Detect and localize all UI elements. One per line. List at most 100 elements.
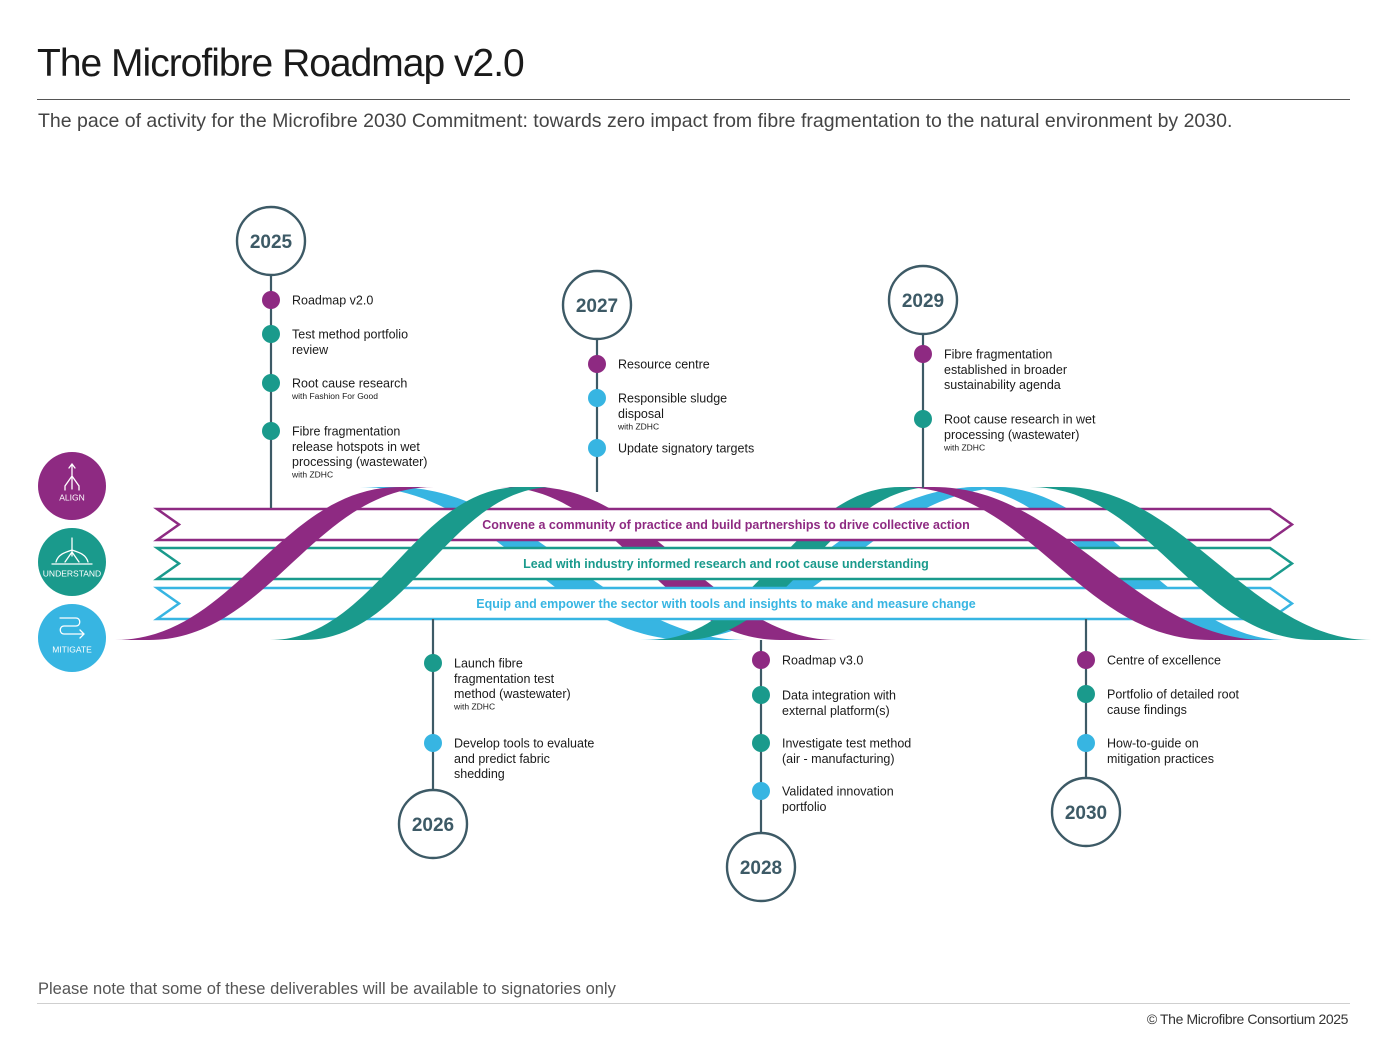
deliverable-dot bbox=[424, 734, 442, 752]
deliverable-text: Resource centre bbox=[618, 358, 710, 372]
tree-network-icon bbox=[51, 537, 93, 565]
deliverable-dot bbox=[588, 389, 606, 407]
deliverable-dot bbox=[262, 422, 280, 440]
deliverable-text: Test method portfolio bbox=[292, 328, 408, 342]
partner-note: with ZDHC bbox=[453, 702, 495, 712]
page-title: The Microfibre Roadmap v2.0 bbox=[37, 42, 525, 85]
deliverable-text: Centre of excellence bbox=[1107, 654, 1221, 668]
theme-band bbox=[153, 546, 1295, 581]
page-subtitle: The pace of activity for the Microfibre … bbox=[38, 110, 1233, 132]
theme-band-label: Equip and empower the sector with tools … bbox=[476, 597, 975, 611]
year-label: 2029 bbox=[902, 291, 944, 312]
partner-note: with ZDHC bbox=[943, 442, 985, 452]
legend-circle bbox=[38, 528, 106, 596]
deliverable-text: Responsible sludge bbox=[618, 392, 727, 406]
deliverable-text: sustainability agenda bbox=[944, 378, 1061, 392]
deliverable-dot bbox=[1077, 734, 1095, 752]
deliverable-text: Fibre fragmentation bbox=[944, 348, 1052, 362]
legend-align: ALIGN bbox=[38, 452, 106, 520]
legend-label: UNDERSTAND bbox=[43, 569, 101, 579]
deliverable-text: method (wastewater) bbox=[454, 687, 571, 701]
deliverable-text: mitigation practices bbox=[1107, 752, 1214, 766]
deliverable-text: Roadmap v2.0 bbox=[292, 294, 373, 308]
deliverable-text: Update signatory targets bbox=[618, 442, 754, 456]
year-label: 2026 bbox=[412, 815, 454, 836]
legend-label: ALIGN bbox=[59, 493, 85, 503]
deliverable-text: Launch fibre bbox=[454, 657, 523, 671]
deliverable-text: (air - manufacturing) bbox=[782, 752, 895, 766]
year-circle bbox=[887, 264, 959, 336]
year-label: 2030 bbox=[1065, 803, 1107, 824]
ribbon-understand bbox=[1030, 487, 1371, 640]
deliverable-text: Roadmap v3.0 bbox=[782, 654, 863, 668]
signatories-note: Please note that some of these deliverab… bbox=[38, 980, 616, 998]
deliverable-text: Root cause research in wet bbox=[944, 413, 1096, 427]
deliverable-text: cause findings bbox=[1107, 703, 1187, 717]
theme-band-label: Lead with industry informed research and… bbox=[523, 557, 929, 571]
deliverable-text: Develop tools to evaluate bbox=[454, 737, 594, 751]
deliverable-dot bbox=[1077, 651, 1095, 669]
deliverable-text: Investigate test method bbox=[782, 737, 911, 751]
deliverable-text: How-to-guide on bbox=[1107, 737, 1199, 751]
legend-understand: UNDERSTAND bbox=[38, 528, 106, 596]
deliverable-text: fragmentation test bbox=[454, 672, 555, 686]
year-circle bbox=[1050, 776, 1122, 848]
deliverable-text: release hotspots in wet bbox=[292, 440, 420, 454]
year-circle bbox=[561, 269, 633, 341]
theme-band-label: Convene a community of practice and buil… bbox=[482, 518, 970, 532]
legend-circle bbox=[38, 604, 106, 672]
partner-note: with ZDHC bbox=[291, 470, 333, 480]
year-label: 2027 bbox=[576, 296, 618, 317]
deliverable-dot bbox=[262, 325, 280, 343]
deliverable-text: established in broader bbox=[944, 363, 1067, 377]
year-circle bbox=[235, 205, 307, 277]
ribbon-understand bbox=[270, 487, 554, 640]
deliverable-text: and predict fabric bbox=[454, 752, 550, 766]
deliverable-text: review bbox=[292, 343, 329, 357]
legend-mitigate: MITIGATE bbox=[38, 604, 106, 672]
legend: ALIGN UNDERSTAND MITIGATE bbox=[38, 452, 106, 672]
deliverable-dot bbox=[752, 651, 770, 669]
deliverable-dot bbox=[914, 345, 932, 363]
deliverable-dot bbox=[752, 686, 770, 704]
deliverable-text: external platform(s) bbox=[782, 704, 890, 718]
year-circle bbox=[725, 831, 797, 903]
ribbon-align bbox=[900, 487, 1266, 640]
ribbon-align bbox=[115, 487, 434, 640]
copyright: © The Microfibre Consortium 2025 bbox=[1146, 1011, 1349, 1027]
deliverable-dot bbox=[752, 782, 770, 800]
deliverable-dot bbox=[752, 734, 770, 752]
year-label: 2028 bbox=[740, 858, 782, 879]
deliverable-dot bbox=[424, 654, 442, 672]
deliverable-dot bbox=[262, 291, 280, 309]
deliverable-text: disposal bbox=[618, 407, 664, 421]
branching-arrows-up-icon bbox=[64, 462, 80, 491]
deliverable-text: Portfolio of detailed root bbox=[1107, 688, 1240, 702]
footer-divider bbox=[37, 1003, 1350, 1004]
deliverable-text: processing (wastewater) bbox=[292, 455, 427, 469]
partner-note: with Fashion For Good bbox=[291, 391, 378, 401]
route-arrow-icon bbox=[59, 617, 85, 639]
deliverable-dot bbox=[588, 439, 606, 457]
year-circle bbox=[397, 788, 469, 860]
deliverable-text: Data integration with bbox=[782, 689, 896, 703]
deliverable-dot bbox=[262, 374, 280, 392]
legend-label: MITIGATE bbox=[52, 645, 92, 655]
deliverable-dot bbox=[914, 410, 932, 428]
deliverable-text: processing (wastewater) bbox=[944, 428, 1079, 442]
deliverable-text: Validated innovation bbox=[782, 785, 894, 799]
deliverable-text: Root cause research bbox=[292, 377, 407, 391]
title-divider bbox=[37, 99, 1350, 100]
deliverable-text: portfolio bbox=[782, 800, 827, 814]
deliverable-text: shedding bbox=[454, 767, 505, 781]
deliverable-dot bbox=[1077, 685, 1095, 703]
year-label: 2025 bbox=[250, 232, 293, 253]
